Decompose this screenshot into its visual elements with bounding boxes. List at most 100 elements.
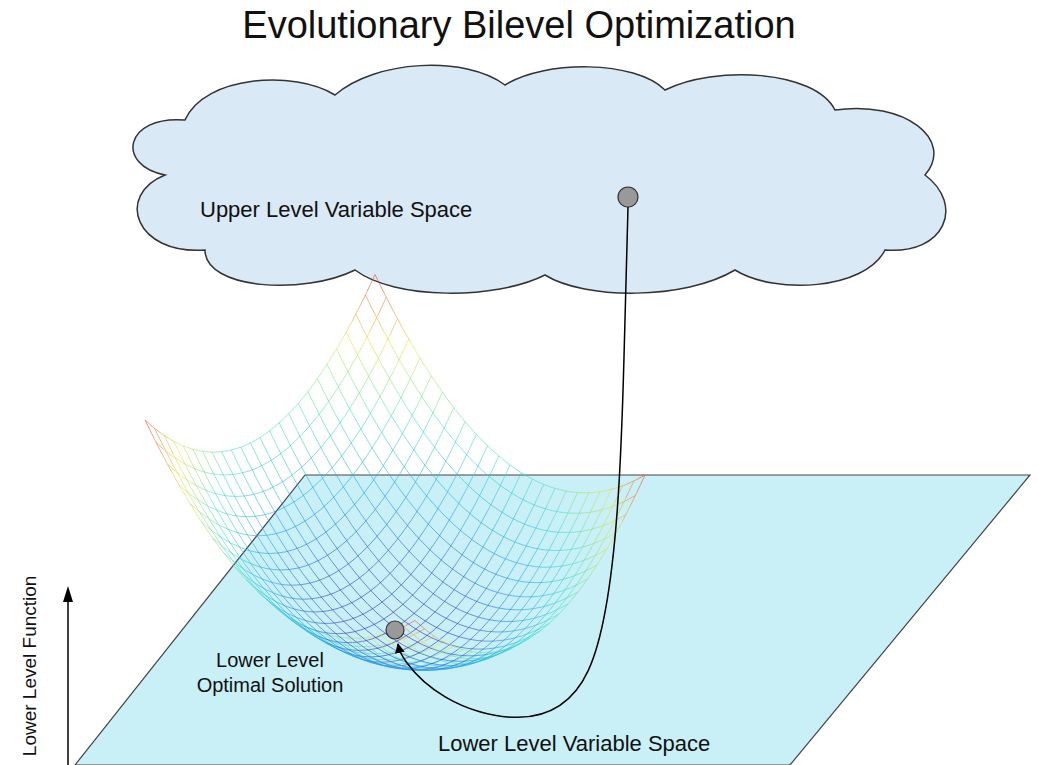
mesh-stroke bbox=[446, 461, 455, 471]
node-outline bbox=[95, 55, 960, 295]
mesh-stroke bbox=[363, 462, 372, 476]
mesh-stroke bbox=[501, 458, 510, 465]
node-outline bbox=[65, 475, 1030, 765]
mesh-stroke bbox=[298, 394, 306, 403]
mesh-stroke bbox=[374, 350, 383, 367]
mesh-stroke bbox=[412, 358, 420, 374]
mesh-stroke bbox=[317, 410, 326, 428]
mesh-stroke bbox=[220, 545, 228, 551]
mesh-stroke bbox=[249, 486, 258, 503]
mesh-stroke bbox=[193, 449, 202, 467]
mesh-stroke bbox=[317, 407, 325, 417]
mesh-stroke bbox=[450, 438, 458, 454]
mesh-stroke bbox=[183, 446, 192, 464]
mesh-stroke bbox=[164, 435, 173, 453]
mesh-stroke bbox=[365, 295, 374, 313]
mesh-stroke bbox=[194, 497, 202, 502]
mesh-stroke bbox=[446, 431, 455, 442]
mesh-stroke bbox=[400, 430, 409, 444]
mesh-stroke bbox=[420, 358, 429, 372]
mesh-stroke bbox=[446, 408, 454, 424]
mesh-stroke bbox=[355, 350, 364, 368]
mesh-stroke bbox=[391, 447, 400, 461]
mesh-stroke bbox=[248, 521, 257, 536]
mesh-stroke bbox=[366, 445, 374, 457]
mesh-stroke bbox=[354, 447, 363, 462]
optimum-dot bbox=[386, 621, 404, 639]
mesh-stroke bbox=[378, 386, 386, 400]
mesh-stroke bbox=[279, 423, 288, 441]
mesh-stroke bbox=[340, 448, 348, 458]
mesh-stroke bbox=[435, 392, 443, 408]
mesh-stroke bbox=[469, 434, 477, 450]
text-holder: Upper Level Variable Space bbox=[200, 197, 472, 223]
mesh-stroke bbox=[335, 444, 344, 460]
mesh-stroke bbox=[345, 431, 354, 447]
mesh-stroke bbox=[241, 447, 250, 465]
mesh-stroke bbox=[232, 544, 240, 548]
mesh-stroke bbox=[363, 413, 371, 425]
mesh-stroke bbox=[379, 297, 387, 313]
mesh-stroke bbox=[244, 495, 252, 496]
mesh-stroke bbox=[390, 319, 398, 335]
mesh-stroke bbox=[392, 348, 401, 364]
mesh-stroke bbox=[314, 373, 322, 384]
mesh-stroke bbox=[231, 470, 240, 488]
mesh-stroke bbox=[437, 419, 446, 431]
mesh-stroke bbox=[465, 422, 474, 432]
mesh-stroke bbox=[375, 351, 383, 366]
mesh-stroke bbox=[192, 464, 201, 482]
mesh-stroke bbox=[288, 441, 297, 459]
mesh-stroke bbox=[219, 525, 228, 539]
mesh-stroke bbox=[270, 431, 279, 449]
mesh-stroke bbox=[154, 438, 163, 456]
mesh-stroke bbox=[275, 482, 283, 486]
cloud-shape bbox=[133, 65, 946, 293]
mesh-stroke bbox=[206, 451, 214, 452]
mesh-stroke bbox=[221, 470, 230, 488]
mesh-stroke bbox=[385, 450, 393, 462]
mesh-stroke bbox=[364, 368, 373, 385]
mesh-stroke bbox=[308, 392, 317, 410]
mesh-stroke bbox=[326, 427, 335, 444]
mesh-stroke bbox=[155, 428, 164, 446]
mesh-stroke bbox=[336, 383, 345, 401]
mesh-stroke bbox=[318, 379, 327, 397]
mesh-stroke bbox=[203, 451, 212, 469]
mesh-stroke bbox=[224, 553, 232, 560]
mesh-stroke bbox=[404, 453, 412, 466]
mesh-stroke bbox=[412, 669, 420, 670]
mesh-stroke bbox=[410, 412, 419, 426]
mesh-stroke bbox=[491, 456, 499, 472]
mesh-stroke bbox=[382, 419, 390, 432]
mesh-stroke bbox=[391, 416, 400, 430]
mesh-stroke bbox=[438, 386, 447, 399]
mesh-stroke bbox=[291, 403, 299, 411]
mesh-stroke bbox=[336, 414, 345, 431]
mesh-stroke bbox=[213, 538, 221, 545]
mesh-stroke bbox=[192, 477, 201, 494]
mesh-stroke bbox=[373, 385, 382, 401]
mesh-stroke bbox=[447, 399, 456, 411]
mesh-stroke bbox=[213, 521, 221, 525]
mesh-stroke bbox=[174, 441, 183, 459]
mesh-stroke bbox=[429, 372, 438, 386]
mesh-stroke bbox=[337, 349, 346, 367]
mesh-stroke bbox=[332, 459, 340, 468]
axis-label: Lower Level Function bbox=[18, 556, 42, 765]
mesh-stroke bbox=[405, 375, 413, 391]
mesh-stroke bbox=[218, 474, 226, 475]
mesh-stroke bbox=[201, 482, 210, 499]
mesh-stroke bbox=[382, 335, 390, 351]
mesh-stroke bbox=[238, 533, 247, 547]
upper-level-dot bbox=[618, 187, 638, 207]
mesh-stroke bbox=[473, 462, 482, 471]
mesh-stroke bbox=[228, 551, 236, 556]
mesh-stroke bbox=[438, 424, 446, 440]
axis-arrowhead bbox=[63, 586, 73, 602]
mesh-stroke bbox=[356, 314, 365, 332]
mesh-stroke bbox=[393, 437, 401, 450]
mesh-stroke bbox=[346, 332, 355, 350]
